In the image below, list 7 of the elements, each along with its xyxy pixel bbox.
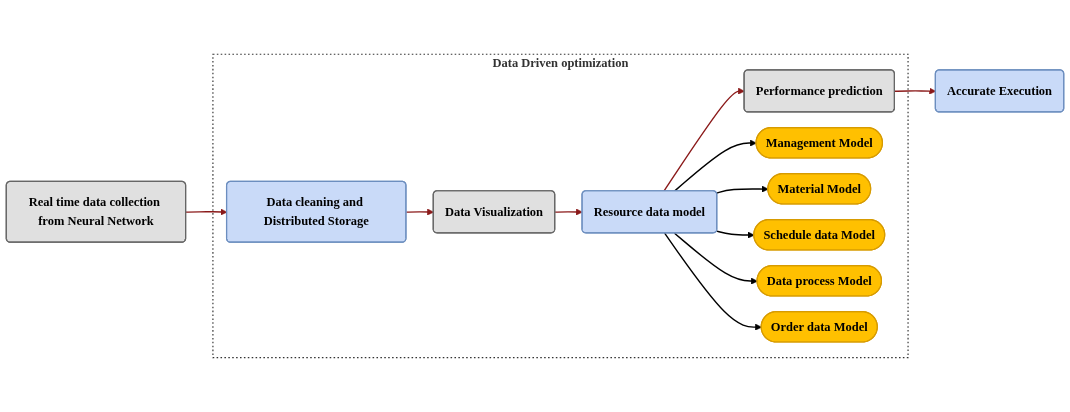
arrow bbox=[405, 208, 434, 216]
arrow bbox=[673, 139, 757, 192]
arrow bbox=[716, 185, 769, 194]
arrow bbox=[663, 87, 745, 192]
arrow bbox=[554, 208, 583, 216]
arrow bbox=[663, 232, 762, 331]
arrow bbox=[673, 232, 758, 285]
